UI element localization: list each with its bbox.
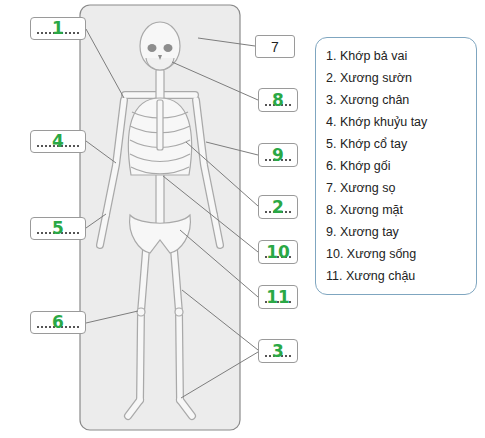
- answer-box: 6: [30, 311, 86, 334]
- leader-line: [182, 290, 258, 350]
- skeleton-limbs: [100, 95, 220, 416]
- answer-box: 9: [258, 143, 298, 167]
- answer-box: 11: [258, 285, 298, 309]
- leader-line: [86, 311, 138, 323]
- callout-number: 7: [271, 40, 279, 54]
- callout-number: 6: [52, 314, 64, 331]
- skull-features: [164, 44, 173, 52]
- callout-number: 8: [272, 92, 284, 109]
- leader-line: [186, 142, 258, 206]
- skeleton-body: [137, 308, 145, 316]
- legend-list-box: 1. Khớp bả vai2. Xương sườn3. Xương chân…: [315, 37, 477, 295]
- skull-features: [158, 55, 162, 60]
- leader-line: [86, 141, 116, 163]
- callout-number: 3: [272, 343, 284, 360]
- leader-line: [86, 29, 258, 398]
- skull-features: [148, 44, 157, 52]
- callout-number: 5: [52, 220, 64, 237]
- leader-line: [180, 230, 258, 297]
- legend-item: 1. Khớp bả vai: [326, 45, 407, 67]
- legend-item: 9. Xương tay: [326, 221, 399, 243]
- legend-item: 6. Khớp gối: [326, 155, 391, 177]
- callout-number: 2: [272, 199, 284, 216]
- callout-number: 9: [272, 147, 284, 164]
- leader-line: [86, 214, 106, 228]
- leader-line: [198, 38, 255, 46]
- skeleton-body: [131, 167, 189, 174]
- answer-box: 1: [30, 17, 86, 40]
- skeleton-body: [157, 100, 163, 150]
- leader-line: [181, 352, 258, 398]
- skeleton-body: [130, 215, 191, 253]
- legend-item: 10. Xương sống: [326, 243, 416, 265]
- figure-panel: [80, 5, 240, 430]
- answer-box: 2: [258, 195, 298, 219]
- skeleton-body: [128, 98, 191, 175]
- skeleton-body: [175, 308, 183, 316]
- legend-item: 2. Xương sườn: [326, 67, 412, 89]
- answer-box: 8: [258, 88, 298, 112]
- skeleton-limbs: [100, 95, 220, 416]
- callout-number: 4: [52, 133, 64, 150]
- answer-box: 10: [258, 240, 298, 264]
- skeleton-limbs: [100, 95, 220, 416]
- answer-box: 3: [258, 339, 298, 363]
- callout-number: 1: [52, 20, 64, 37]
- skeleton-body: [130, 154, 190, 162]
- legend-item: 4. Khớp khuỷu tay: [326, 111, 427, 133]
- legend-item: 8. Xương mặt: [326, 199, 403, 221]
- answer-box: 5: [30, 217, 86, 240]
- callout-number: 11: [266, 289, 290, 306]
- answer-box: 4: [30, 130, 86, 153]
- legend-item: 5. Khớp cổ tay: [326, 133, 407, 155]
- leader-line: [206, 142, 258, 155]
- legend-item: 7. Xương sọ: [326, 177, 395, 199]
- leader-line: [86, 29, 124, 98]
- legend-item: 3. Xương chân: [326, 89, 409, 111]
- legend-item: 11. Xương chậu: [326, 265, 415, 287]
- leader-line: [172, 62, 258, 100]
- callout-number: 10: [266, 244, 290, 261]
- skull-features: [148, 44, 173, 60]
- answer-box: 7: [255, 35, 295, 58]
- leader-line: [163, 176, 258, 252]
